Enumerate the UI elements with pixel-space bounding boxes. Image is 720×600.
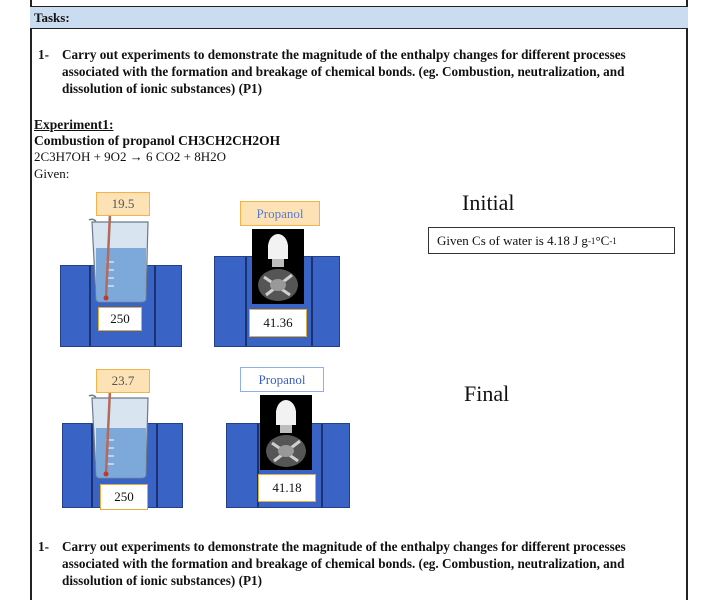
final-mass: 41.18 xyxy=(258,474,316,502)
task-2: 1- Carry out experiments to demonstrate … xyxy=(38,538,658,589)
spirit-burner-icon xyxy=(252,229,304,304)
experiment-subtitle: Combustion of propanol CH3CH2CH2OH xyxy=(34,133,281,148)
initial-temperature: 19.5 xyxy=(96,192,150,216)
task-2-number: 1- xyxy=(38,539,49,554)
cs-exponent-2: -1 xyxy=(609,235,617,246)
cs-text: Given Cs of water is 4.18 J g xyxy=(437,232,588,248)
tasks-header: Tasks: xyxy=(30,6,688,29)
final-state-label: Final xyxy=(464,381,510,406)
final-beaker-icon xyxy=(88,389,149,479)
cs-unit: °C xyxy=(595,232,610,248)
task-1-text: Carry out experiments to demonstrate the… xyxy=(62,47,626,96)
cs-exponent-1: -1 xyxy=(587,235,596,246)
page-border-right xyxy=(686,0,688,600)
specific-heat-note: Given Cs of water is 4.18 J g-1 °C-1 xyxy=(428,227,675,254)
reaction-equation: 2C3H7OH + 9O2 → 6 CO2 + 8H2O xyxy=(34,149,226,164)
page-border-left xyxy=(30,0,32,600)
spirit-burner-icon xyxy=(260,395,312,470)
final-fuel-label: Propanol xyxy=(240,367,324,392)
initial-spirit-burner-image xyxy=(252,229,304,304)
initial-state-label: Initial xyxy=(462,190,515,215)
experiment-title: Experiment1: xyxy=(34,117,114,132)
initial-fuel-label: Propanol xyxy=(240,201,320,226)
task-1: 1- Carry out experiments to demonstrate … xyxy=(38,46,658,97)
given-label: Given: xyxy=(34,166,70,181)
task-2-text: Carry out experiments to demonstrate the… xyxy=(62,539,626,588)
initial-beaker-icon xyxy=(88,213,149,303)
final-temperature: 23.7 xyxy=(96,369,150,393)
final-spirit-burner-image xyxy=(260,395,312,470)
initial-mass: 41.36 xyxy=(249,309,307,337)
initial-volume: 250 xyxy=(98,307,142,331)
final-volume: 250 xyxy=(100,484,148,510)
task-1-number: 1- xyxy=(38,47,49,62)
